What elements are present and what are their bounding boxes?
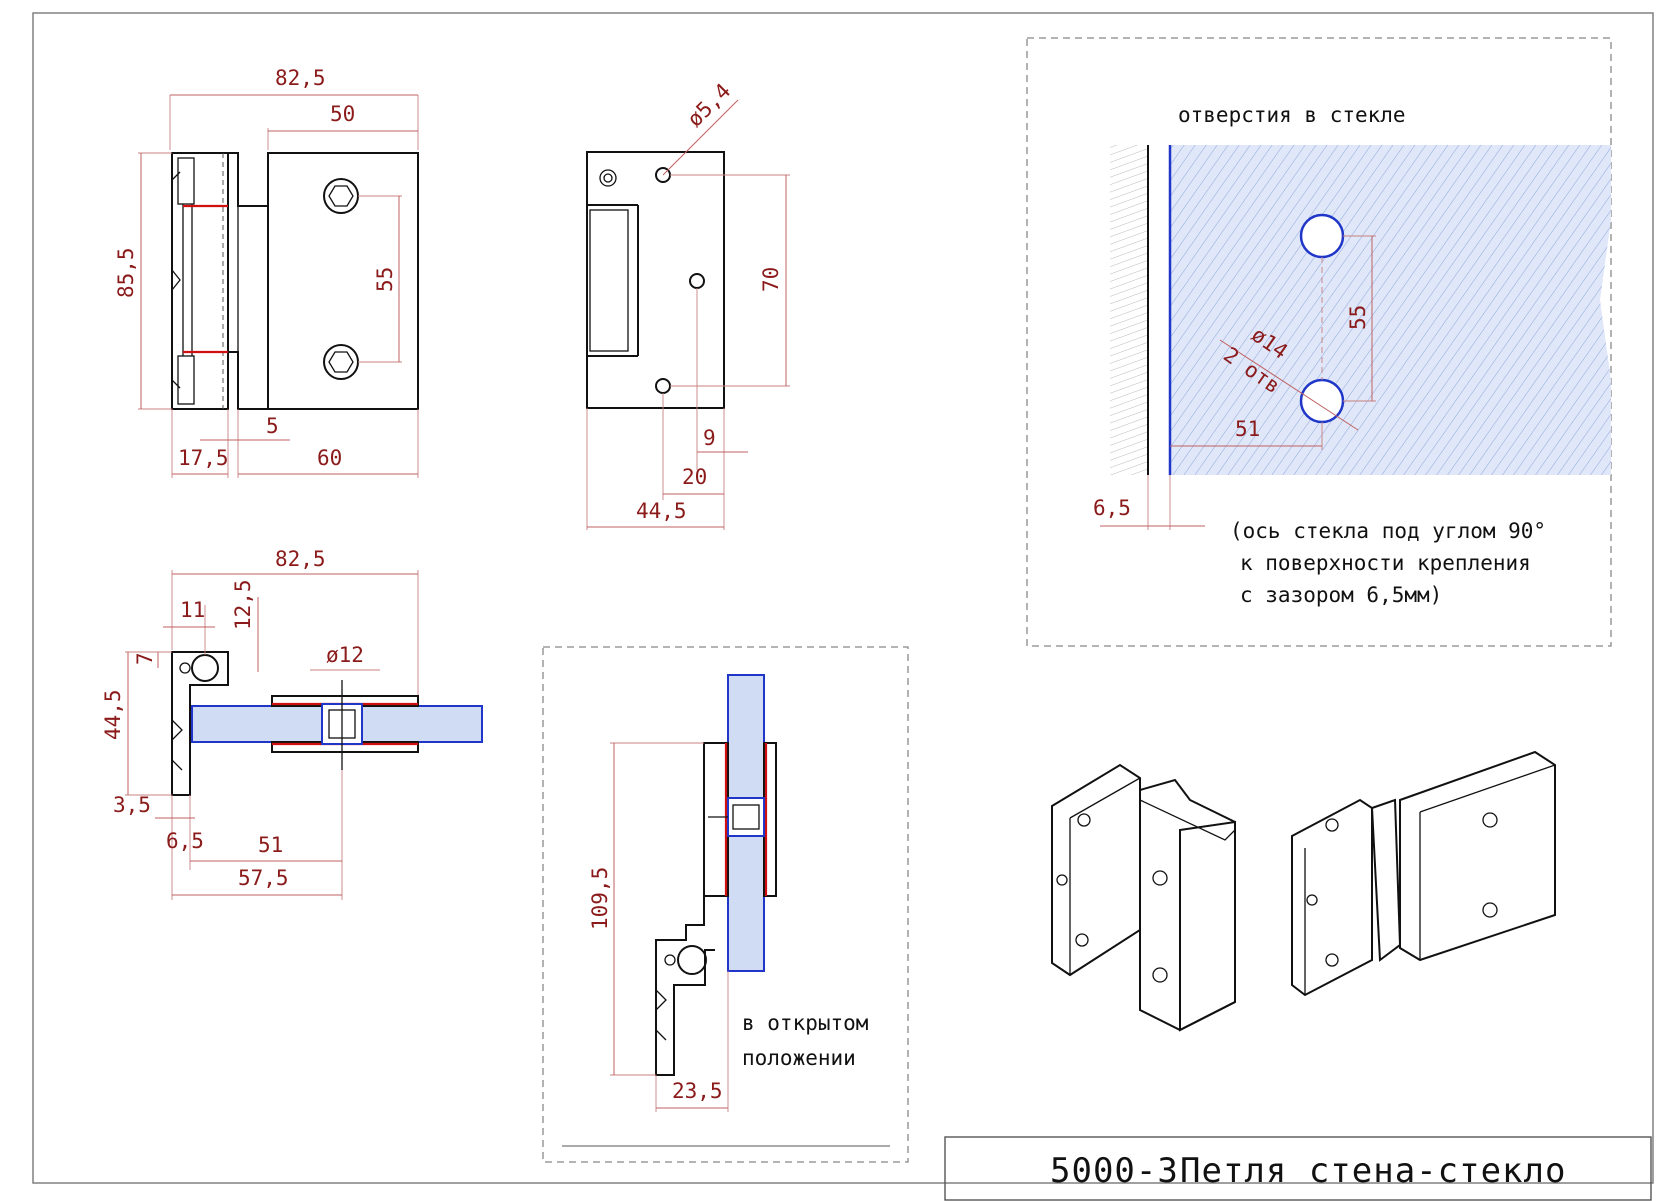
top-d12-5: 12,5 <box>231 579 255 630</box>
side-hole-pitch: 70 <box>759 267 783 292</box>
front-height: 85,5 <box>114 247 138 298</box>
isometric-view-right <box>1291 750 1556 997</box>
title-block: 5000-3 Петля стена-стекло <box>944 1136 1652 1201</box>
glass-gap: 6,5 <box>1093 496 1131 520</box>
side-width: 44,5 <box>636 499 687 523</box>
glass-note-line1: (ось стекла под углом 90° <box>1230 519 1546 543</box>
side-offset-mid: 20 <box>682 465 707 489</box>
open-view: 109,5 23,5 в открытом положении <box>542 646 909 1163</box>
front-hole-pitch: 55 <box>373 267 397 292</box>
front-width-plate: 50 <box>330 102 355 126</box>
open-caption-line2: положении <box>742 1046 856 1070</box>
glass-hole-pitch: 55 <box>1346 305 1370 330</box>
top-d11: 11 <box>180 598 205 622</box>
top-d7: 7 <box>133 652 157 665</box>
side-view: ø5,4 70 9 20 44,5 <box>586 79 790 530</box>
isometric-view-left <box>1051 763 1236 1032</box>
front-wall-leaf: 17,5 <box>178 446 229 470</box>
glass-holes-heading: отверстия в стекле <box>1178 103 1406 127</box>
front-leaf-gap: 5 <box>266 414 279 438</box>
side-offset-small: 9 <box>703 426 716 450</box>
glass-hole-edge: 51 <box>1235 417 1260 441</box>
open-caption-line1: в открытом <box>742 1011 869 1035</box>
top-d51: 51 <box>258 833 283 857</box>
top-d6-5: 6,5 <box>166 829 204 853</box>
front-width-total: 82,5 <box>275 66 326 90</box>
open-height: 109,5 <box>588 867 612 930</box>
front-view: 82,5 50 85,5 55 5 17,5 60 <box>114 66 419 478</box>
front-glass-leaf: 60 <box>317 446 342 470</box>
top-d3-5: 3,5 <box>113 793 151 817</box>
title-code: 5000-3 <box>1050 1151 1179 1191</box>
sheet-frame <box>32 12 1654 1184</box>
top-bolt-dia: ø12 <box>326 643 364 667</box>
title-name: Петля стена-стекло <box>1180 1151 1566 1191</box>
glass-note-line3: с зазором 6,5мм) <box>1240 583 1442 607</box>
glass-note-line2: к поверхности крепления <box>1240 551 1531 575</box>
side-hole-dia: ø5,4 <box>683 79 736 132</box>
top-height: 44,5 <box>101 689 125 740</box>
glass-holes-view: отверстия в стекле 55 ø14 2 отв 51 6,5 (… <box>1026 37 1612 647</box>
top-width-total: 82,5 <box>275 547 326 571</box>
top-view: 82,5 11 12,5 7 ø12 44,5 3,5 6,5 51 57,5 <box>101 547 483 900</box>
top-d57-5: 57,5 <box>238 866 289 890</box>
open-offset: 23,5 <box>672 1079 723 1103</box>
